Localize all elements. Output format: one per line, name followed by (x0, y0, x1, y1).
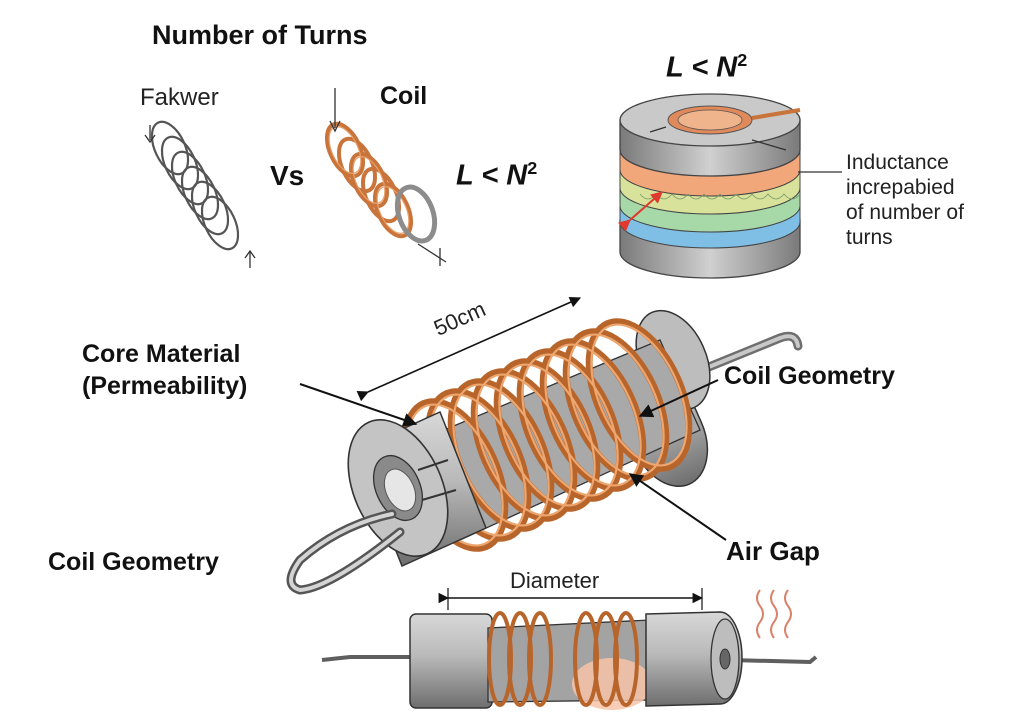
bottom-cylinder (321, 588, 818, 710)
core-material-leader (299, 383, 418, 427)
diameter-label: Diameter (510, 568, 600, 593)
main-inductor (286, 296, 803, 595)
gray-spring (144, 120, 256, 268)
formula-right: L < N2 (666, 50, 748, 84)
core-material-label: Core Material (Permeability) (82, 340, 248, 400)
air-gap-label: Air Gap (726, 536, 820, 566)
fakwer-label: Fakwer (140, 84, 219, 111)
air-gap-leader (628, 473, 727, 541)
coil-geometry-left-label: Coil Geometry (48, 548, 219, 576)
layered-core (617, 93, 842, 279)
coil-geometry-leader (638, 379, 719, 418)
number-of-turns-title: Number of Turns (152, 20, 368, 50)
copper-spring (324, 88, 447, 266)
vs-label: Vs (270, 160, 305, 191)
formula-left: L < N2 (456, 158, 538, 192)
inductance-note: Inductance increpabied of number of turn… (846, 151, 964, 249)
coil-geometry-right-label: Coil Geometry (724, 362, 895, 390)
coil-label: Coil (380, 82, 428, 110)
